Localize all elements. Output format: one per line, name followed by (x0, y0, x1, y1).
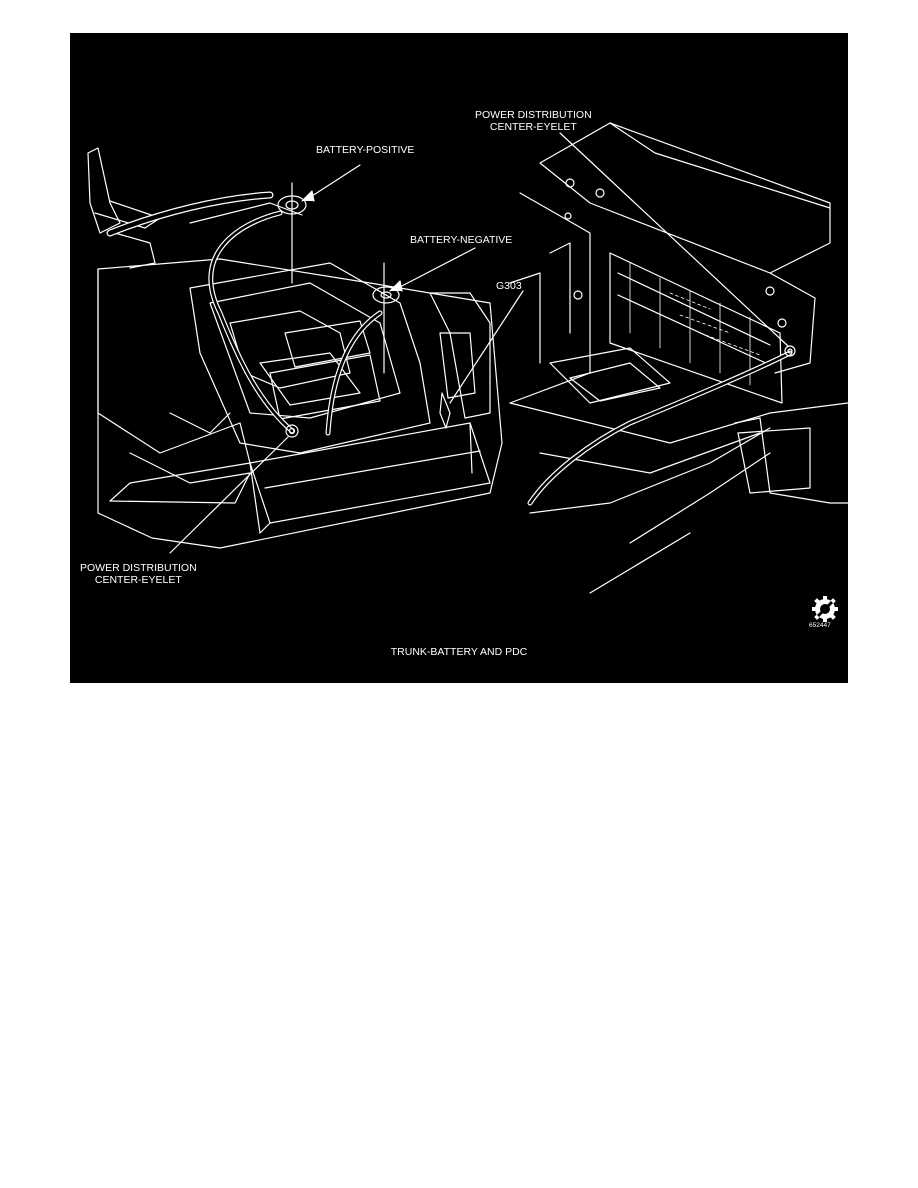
callout-battery-positive: BATTERY-POSITIVE (316, 144, 415, 156)
figure-caption: TRUNK-BATTERY AND PDC (390, 646, 528, 658)
callout-pdc-eyelet-bottom: POWER DISTRIBUTION CENTER-EYELET (80, 562, 197, 586)
callout-g303: G303 (496, 280, 522, 292)
line-drawing (87, 122, 848, 594)
diagram-figure: POWER DISTRIBUTION CENTER-EYELET BATTERY… (70, 33, 848, 683)
figure-id: 652447 (809, 622, 831, 629)
callout-battery-negative: BATTERY-NEGATIVE (410, 234, 513, 246)
callout-pdc-eyelet-top: POWER DISTRIBUTION CENTER-EYELET (475, 109, 592, 133)
